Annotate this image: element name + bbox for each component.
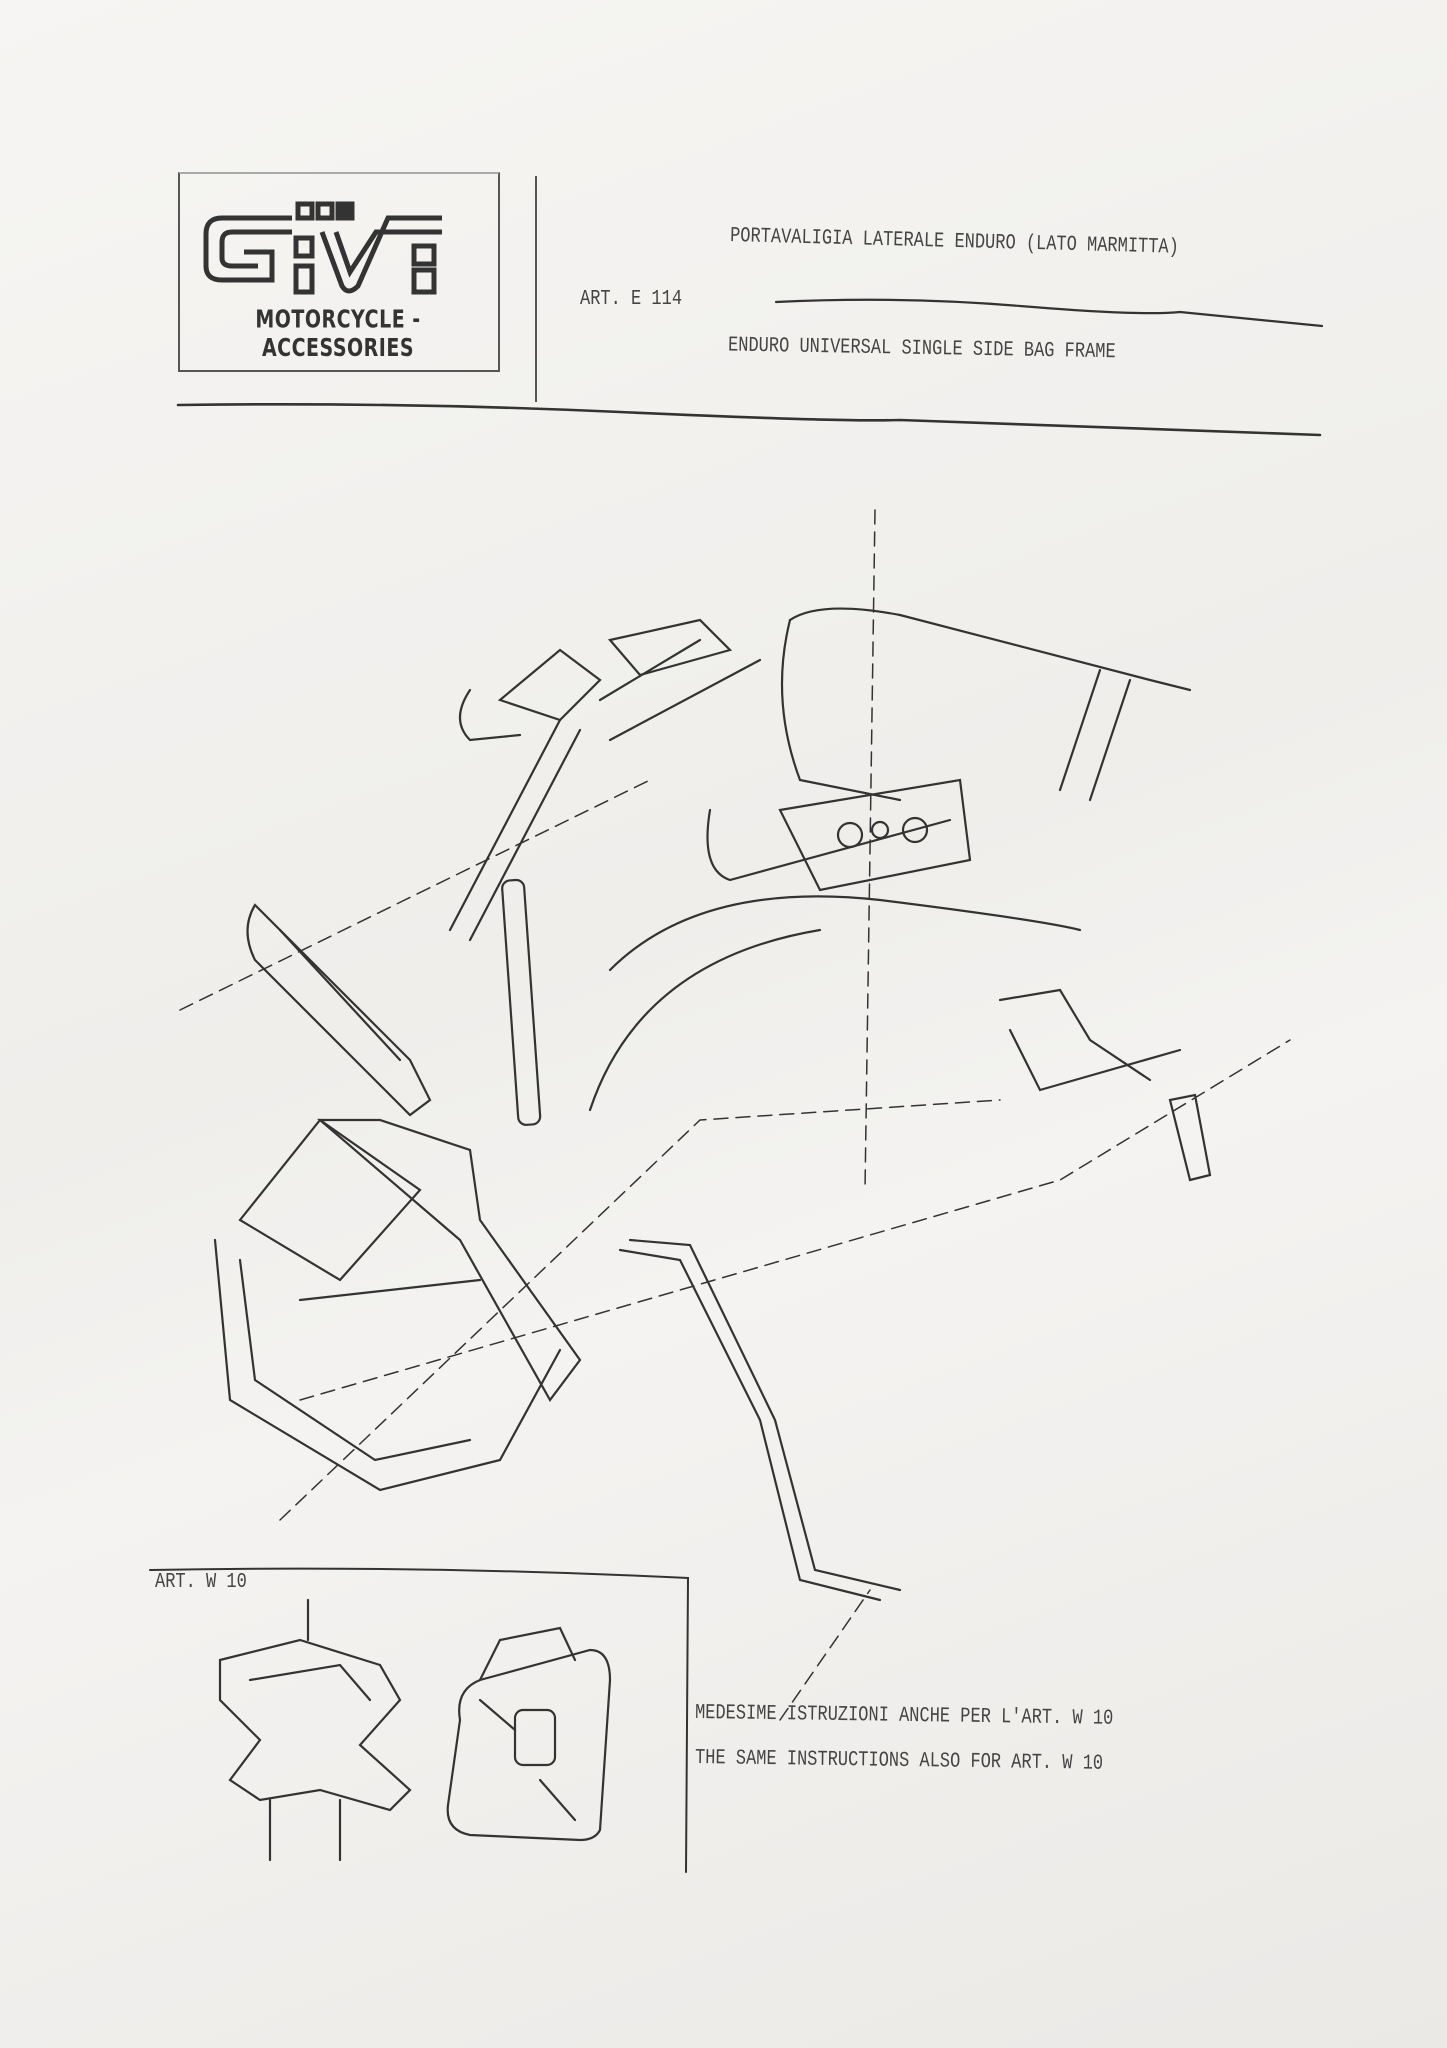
- article-rule: [774, 298, 1324, 328]
- luggage-rack-drawing: [218, 1598, 412, 1862]
- motorcycle-tail: [448, 607, 1192, 1112]
- jerrycan-drawing: [446, 1626, 612, 1842]
- inset-border: [149, 1567, 690, 1873]
- brand-logo-box: MOTORCYCLE - ACCESSORIES: [178, 172, 500, 372]
- inset-article-number: ART. W 10: [155, 1570, 247, 1595]
- brand-tagline: MOTORCYCLE - ACCESSORIES: [255, 305, 421, 363]
- givi-logo: [203, 201, 442, 295]
- side-frame: [213, 878, 1212, 1602]
- header-divider: [535, 176, 537, 402]
- article-number: ART. E 114: [580, 287, 683, 312]
- header-rule: [176, 403, 1322, 437]
